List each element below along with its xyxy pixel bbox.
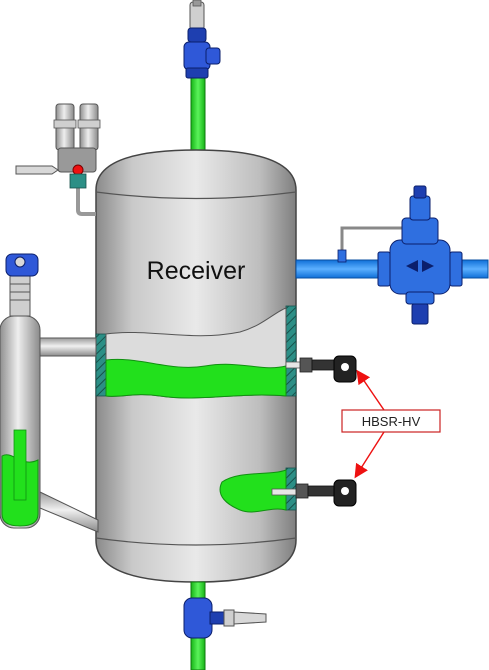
insulation-wall-left-upper xyxy=(95,333,107,397)
level-standpipe xyxy=(0,315,99,533)
callout-box xyxy=(341,409,441,433)
hbsr-sensor-lower[interactable] xyxy=(271,479,357,507)
regulator-valve[interactable] xyxy=(377,185,463,325)
top-vent-pipe xyxy=(190,74,206,158)
level-transmitter[interactable] xyxy=(5,253,39,317)
top-vent-valve[interactable] xyxy=(183,0,221,79)
relief-valve-assembly[interactable] xyxy=(15,103,101,216)
callout-arrow-upper xyxy=(356,369,385,411)
liquid-level-lower xyxy=(219,469,287,513)
bottom-drain-valve[interactable] xyxy=(183,597,267,639)
insulation-wall-right-upper xyxy=(285,305,297,397)
vessel-label: Receiver xyxy=(147,257,246,285)
liquid-level-upper xyxy=(105,358,287,399)
hbsr-sensor-upper[interactable] xyxy=(285,355,357,383)
callout-arrow-lower xyxy=(354,431,385,479)
callout-label: HBSR-HV xyxy=(362,414,421,429)
